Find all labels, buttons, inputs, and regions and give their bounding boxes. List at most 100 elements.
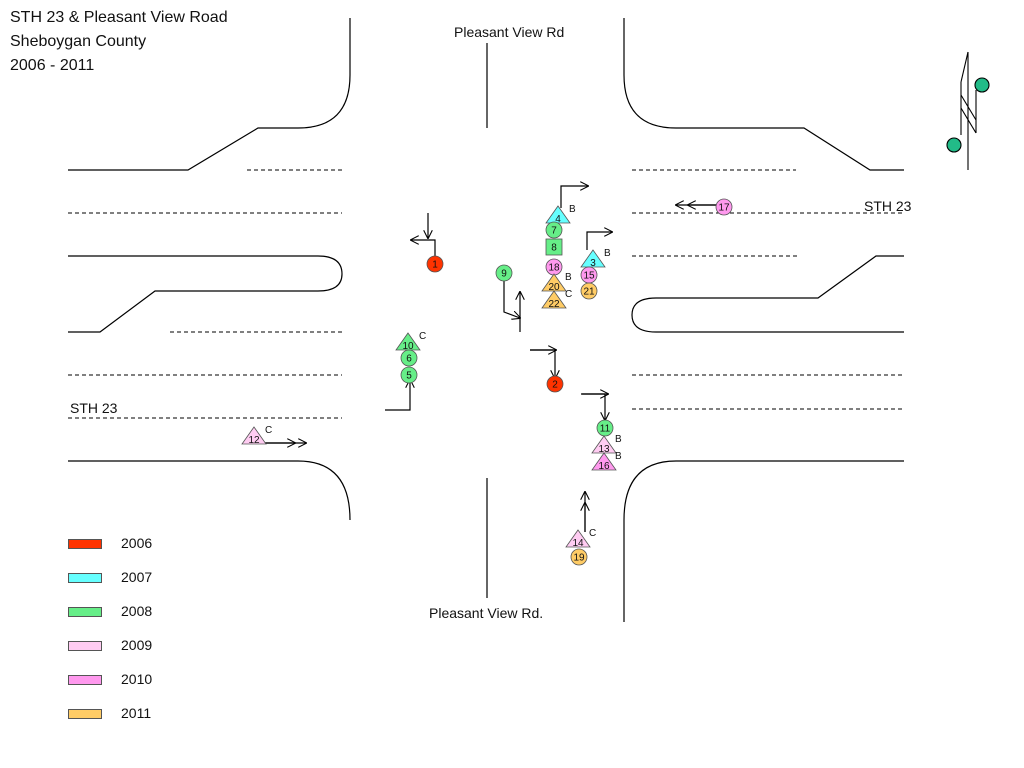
crash-number: 4 [555, 214, 561, 225]
west-median-nose [68, 255, 343, 333]
title-line-3: 2006 - 2011 [10, 57, 95, 74]
legend-swatch [68, 675, 102, 685]
crash-number: 5 [406, 371, 412, 382]
crash-marker-5: 5 [400, 366, 418, 384]
crash-marker-1: 1 [426, 255, 444, 273]
crash-severity-note: C [565, 289, 572, 300]
crash-number: 20 [548, 282, 560, 293]
crash-marker-12: 12 C [241, 425, 272, 446]
title-line-1: STH 23 & Pleasant View Road [10, 9, 228, 26]
crash-severity-note: C [265, 425, 272, 436]
movement-arrow-10 [385, 380, 410, 411]
crash-number: 17 [718, 203, 730, 214]
legend-swatch [68, 641, 102, 651]
crash-number: 13 [598, 444, 610, 455]
legend-label: 2009 [121, 637, 153, 653]
legend-label: 2010 [121, 671, 153, 687]
crash-number: 19 [573, 553, 585, 564]
legend-swatch [68, 709, 102, 719]
movement-arrow-4 [560, 186, 588, 208]
movement-arrow-11 [581, 393, 605, 420]
legend-label: 2008 [121, 603, 153, 619]
road-label-west: STH 23 [70, 400, 118, 416]
crash-symbol-circle [495, 264, 513, 282]
crash-symbol-circle [545, 221, 563, 239]
legend-label: 2007 [121, 569, 153, 585]
crash-number: 18 [548, 263, 560, 274]
legend-label: 2011 [121, 705, 152, 721]
crash-number: 1 [432, 260, 438, 271]
crash-marker-19: 19 [570, 548, 588, 566]
crash-marker-2: 2 [546, 375, 564, 393]
crash-symbol-triangle [580, 249, 606, 268]
north-arrow-icon [946, 51, 990, 170]
crash-number: 7 [551, 226, 557, 237]
nw-corner-curve [68, 18, 351, 171]
road-label-east: STH 23 [864, 198, 912, 214]
crash-symbol-circle [596, 419, 614, 437]
crash-number: 21 [583, 287, 595, 298]
crash-number: 6 [406, 354, 412, 365]
road-label-north: Pleasant View Rd [454, 24, 565, 40]
lane-lines [68, 169, 904, 419]
crash-symbol-triangle [565, 529, 591, 548]
crash-marker-16: 16 B [591, 451, 622, 472]
crash-symbol-circle [546, 375, 564, 393]
ne-corner-curve [623, 18, 904, 171]
crash-marker-11: 11 [596, 419, 614, 437]
crash-symbol-circle [580, 282, 598, 300]
crash-marker-9: 9 [495, 264, 513, 282]
movement-arrow-1 [411, 240, 436, 262]
crash-severity-note: B [604, 248, 611, 259]
crash-severity-note: B [615, 451, 622, 462]
crash-symbol-triangle [541, 290, 567, 309]
sw-corner-curve [68, 460, 351, 521]
crash-severity-note: B [565, 272, 572, 283]
east-median-nose [631, 255, 904, 333]
legend-label: 2006 [121, 535, 153, 551]
crash-number: 15 [583, 271, 595, 282]
diagram-title: STH 23 & Pleasant View Road Sheboygan Co… [10, 6, 228, 78]
crash-marker-14: 14 C [565, 528, 596, 549]
crash-symbol-circle [570, 548, 588, 566]
road-label-south: Pleasant View Rd. [429, 605, 544, 621]
crash-number: 3 [590, 258, 596, 269]
movement-arrow-3 [586, 232, 612, 250]
crash-number: 10 [402, 341, 414, 352]
crash-symbol-triangle [591, 452, 617, 471]
crash-marker-10: 10 C [395, 331, 426, 352]
crash-number: 22 [548, 299, 560, 310]
crash-marker-17: 17 [715, 198, 733, 216]
crash-marker-22: 22 C [541, 289, 572, 310]
title-line-2: Sheboygan County [10, 33, 147, 50]
crash-severity-note: B [569, 204, 576, 215]
crash-number: 11 [600, 424, 611, 435]
crash-number: 8 [551, 243, 557, 254]
crash-symbol-circle [400, 366, 418, 384]
legend-swatch [68, 539, 102, 549]
crash-symbol-circle [426, 255, 444, 273]
crash-number: 14 [572, 538, 584, 549]
crash-number: 9 [501, 269, 507, 280]
movement-arrow-9 [503, 281, 520, 318]
crash-symbol-circle [715, 198, 733, 216]
movement-arrow-2 [530, 349, 555, 378]
crash-severity-note: B [615, 434, 622, 445]
crash-symbol-triangle [395, 332, 421, 351]
crash-severity-note: C [589, 528, 596, 539]
crash-number: 16 [598, 461, 610, 472]
crash-number: 12 [248, 435, 260, 446]
crash-symbol-triangle [241, 426, 267, 445]
movement-arrows [262, 186, 722, 532]
road-edges [68, 18, 904, 622]
crash-marker-3: 3B [580, 248, 611, 269]
crash-marker-21: 21 [580, 282, 598, 300]
crash-markers: 123B4B5678910C1112C13B14C1516B17181920B2… [241, 198, 733, 566]
crash-marker-8: 8 [545, 238, 563, 256]
crash-marker-7: 7 [545, 221, 563, 239]
crash-severity-note: C [419, 331, 426, 342]
crash-marker-18: 18 [545, 258, 563, 276]
crash-marker-6: 6 [400, 349, 418, 367]
crash-marker-15: 15 [580, 266, 598, 284]
